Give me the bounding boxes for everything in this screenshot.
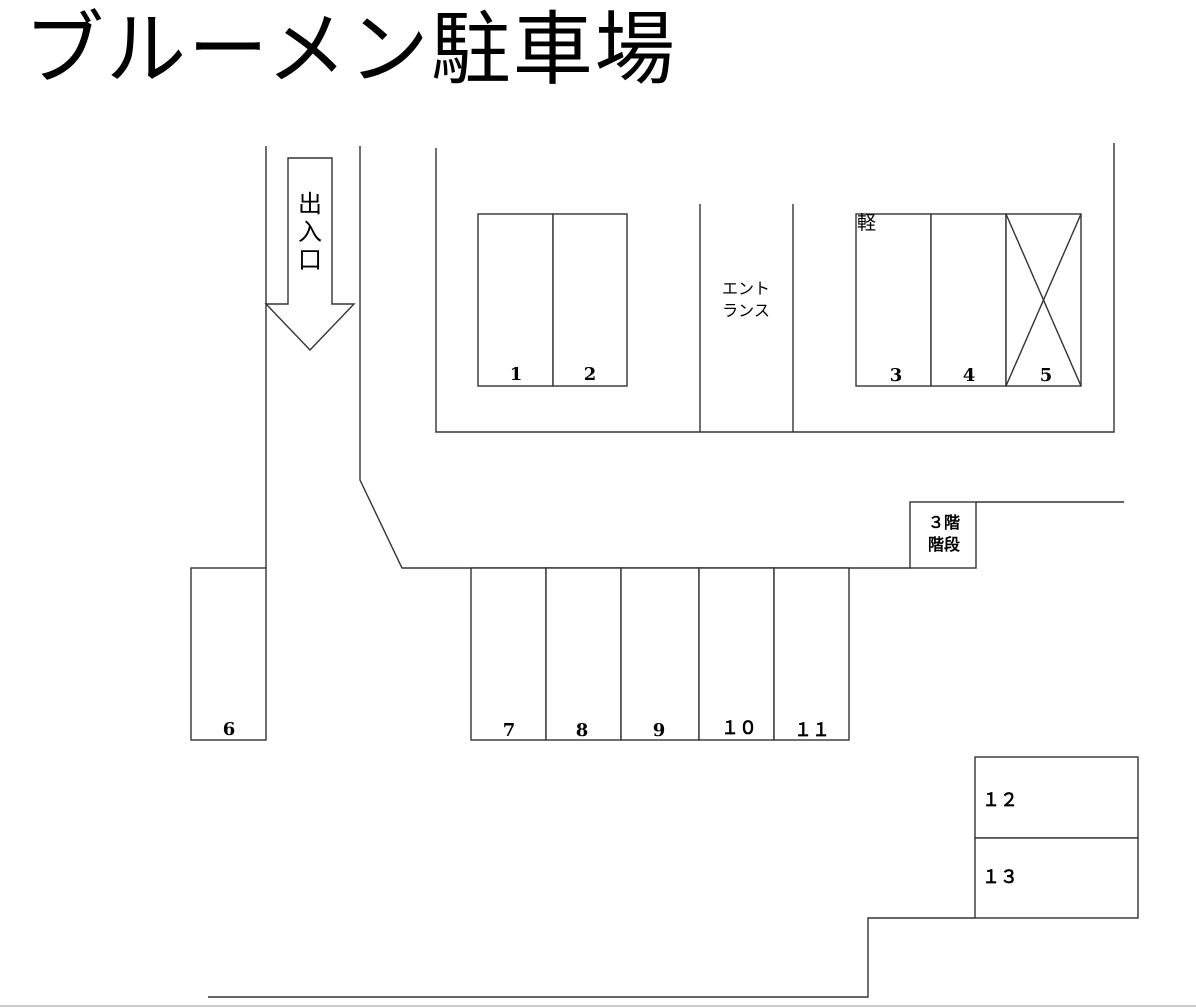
entrance-hall-line2: ランス bbox=[722, 301, 770, 320]
entrance-char-2: 入 bbox=[298, 218, 322, 246]
parking-space-7[interactable] bbox=[470, 567, 547, 741]
space-number-2: 2 bbox=[583, 364, 597, 385]
entrance-char-3: 口 bbox=[298, 246, 322, 274]
space-number-7: 7 bbox=[502, 720, 516, 741]
parking-space-13[interactable] bbox=[974, 837, 1139, 919]
space-number-3: 3 bbox=[889, 365, 903, 386]
unavailable-cross-icon-line bbox=[1005, 213, 1082, 387]
stairs-line2: 階段 bbox=[927, 535, 960, 554]
parking-space-8[interactable] bbox=[545, 567, 622, 741]
parking-space-3[interactable] bbox=[855, 213, 932, 387]
space-number-5: 5 bbox=[1039, 365, 1053, 386]
entrance-arrow-icon bbox=[264, 157, 356, 352]
parking-space-1[interactable] bbox=[477, 213, 554, 387]
space-number-11: １１ bbox=[794, 720, 830, 741]
parking-space-10[interactable] bbox=[698, 567, 775, 741]
boundary-line-bottom bbox=[208, 917, 975, 998]
lane-wall-right bbox=[359, 146, 910, 569]
stairs-box bbox=[909, 501, 977, 569]
stairs-line1: ３階 bbox=[927, 513, 960, 532]
space-number-6: 6 bbox=[222, 719, 236, 740]
space-number-4: 4 bbox=[962, 365, 976, 386]
space-number-8: 8 bbox=[575, 720, 589, 741]
parking-space-11[interactable] bbox=[773, 567, 850, 741]
space-number-1: 1 bbox=[509, 364, 523, 385]
entrance-hall-line1: エント bbox=[721, 279, 770, 298]
stairs-label: ３階 階段 bbox=[912, 512, 976, 556]
parking-space-6[interactable] bbox=[190, 567, 267, 741]
kei-car-label: 軽 bbox=[857, 212, 877, 234]
entrance-label: 出 入 口 bbox=[296, 190, 324, 274]
space-number-12: １２ bbox=[982, 790, 1018, 811]
parking-space-12[interactable] bbox=[974, 756, 1139, 839]
page-title: ブルーメン駐車場 bbox=[24, 3, 677, 96]
building-outline bbox=[435, 143, 1115, 433]
parking-space-9[interactable] bbox=[620, 567, 700, 741]
space-number-13: １３ bbox=[982, 867, 1018, 888]
entrance-char-1: 出 bbox=[298, 190, 322, 218]
parking-space-2[interactable] bbox=[552, 213, 628, 387]
parking-space-4[interactable] bbox=[930, 213, 1007, 387]
space-number-9: 9 bbox=[652, 720, 666, 741]
entrance-hall-label: エント ランス bbox=[708, 278, 784, 322]
space-number-10: １０ bbox=[721, 718, 757, 739]
